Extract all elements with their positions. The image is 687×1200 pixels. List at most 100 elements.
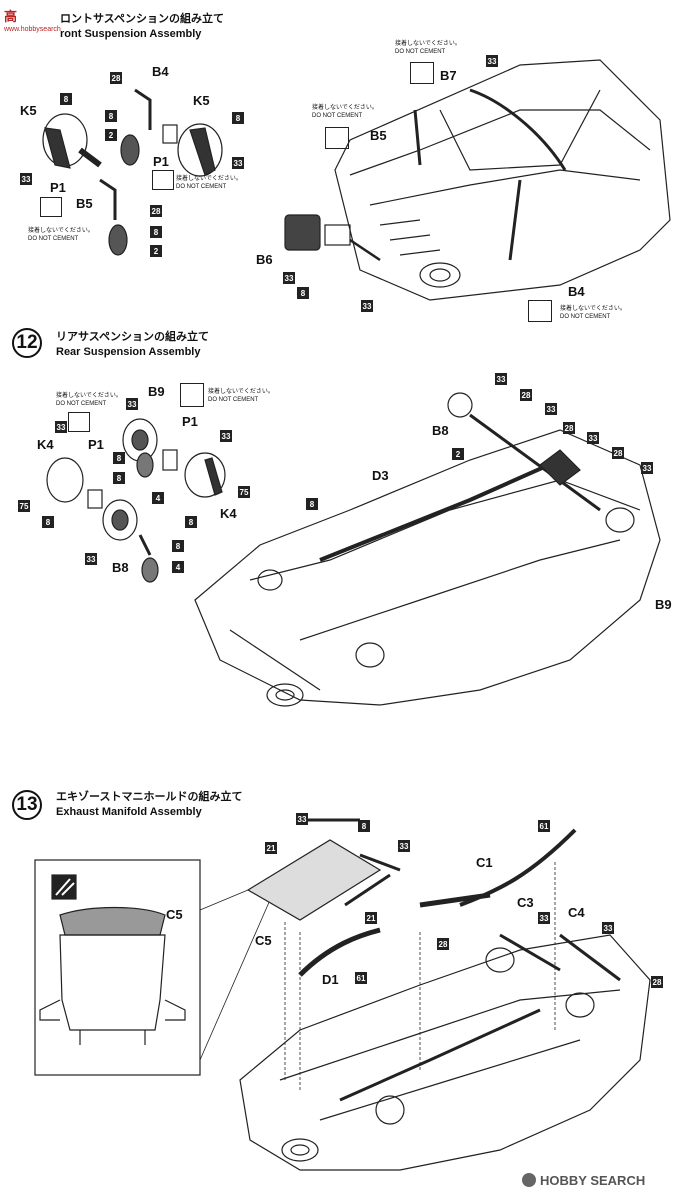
num-4: 4 — [172, 561, 184, 573]
no-cement-icon — [528, 300, 552, 322]
note-no-cement: 接着しないでください。DO NOT CEMENT — [395, 41, 461, 55]
num-8: 8 — [105, 110, 117, 122]
label-d1: D1 — [322, 972, 339, 987]
label-c4: C4 — [568, 905, 585, 920]
label-b7: B7 — [440, 68, 457, 83]
num-21: 21 — [365, 912, 377, 924]
num-28: 28 — [563, 422, 575, 434]
num-8: 8 — [60, 93, 72, 105]
num-28: 28 — [651, 976, 663, 988]
num-33: 33 — [85, 553, 97, 565]
label-b4-left: B4 — [152, 64, 169, 79]
num-33: 33 — [495, 373, 507, 385]
num-28: 28 — [437, 938, 449, 950]
footer-watermark: HOBBY SEARCH — [540, 1173, 646, 1188]
num-33: 33 — [232, 157, 244, 169]
step-number-13: 13 — [12, 790, 42, 820]
num-33: 33 — [126, 398, 138, 410]
num-75: 75 — [238, 486, 250, 498]
label-c1: C1 — [476, 855, 493, 870]
num-4: 4 — [152, 492, 164, 504]
num-33: 33 — [545, 403, 557, 415]
note-no-cement: 接着しないでください。DO NOT CEMENT — [208, 389, 274, 403]
no-cement-icon — [40, 197, 62, 217]
num-33: 33 — [55, 421, 67, 433]
hobbysearch-logo-icon — [522, 1173, 536, 1187]
label-p1-right: P1 — [153, 154, 169, 169]
label-p1-rear-right: P1 — [182, 414, 198, 429]
num-8: 8 — [172, 540, 184, 552]
label-p1-left: P1 — [50, 180, 66, 195]
num-33: 33 — [641, 462, 653, 474]
num-33: 33 — [486, 55, 498, 67]
num-8: 8 — [306, 498, 318, 510]
label-k4-left: K4 — [37, 437, 54, 452]
label-b4-car: B4 — [568, 284, 585, 299]
label-b5-car: B5 — [370, 128, 387, 143]
num-33: 33 — [538, 912, 550, 924]
note-no-cement: 接着しないでください。DO NOT CEMENT — [560, 306, 626, 320]
num-33: 33 — [20, 173, 32, 185]
label-b8-car: B8 — [432, 423, 449, 438]
label-k4-right: K4 — [220, 506, 237, 521]
num-8: 8 — [297, 287, 309, 299]
num-2: 2 — [452, 448, 464, 460]
num-28: 28 — [150, 205, 162, 217]
exhaust-title-en: Exhaust Manifold Assembly — [56, 806, 202, 818]
num-61: 61 — [538, 820, 550, 832]
num-8: 8 — [358, 820, 370, 832]
num-8: 8 — [113, 452, 125, 464]
num-33: 33 — [220, 430, 232, 442]
car-body-front-step — [334, 59, 671, 301]
num-28: 28 — [612, 447, 624, 459]
watermark-top-site: www.hobbysearch — [4, 26, 61, 33]
label-p1-rear-left: P1 — [88, 437, 104, 452]
label-k5-left: K5 — [20, 103, 37, 118]
num-28: 28 — [110, 72, 122, 84]
rear-title-en: Rear Suspension Assembly — [56, 346, 201, 358]
label-d3: D3 — [372, 468, 389, 483]
num-61: 61 — [355, 972, 367, 984]
step-number-12: 12 — [12, 328, 42, 358]
num-8: 8 — [185, 516, 197, 528]
label-k5-right: K5 — [193, 93, 210, 108]
label-c3: C3 — [517, 895, 534, 910]
no-cement-icon — [410, 62, 434, 84]
label-c5: C5 — [255, 933, 272, 948]
no-cement-icon — [325, 127, 349, 149]
num-33: 33 — [602, 922, 614, 934]
num-8: 8 — [232, 112, 244, 124]
num-8: 8 — [42, 516, 54, 528]
no-cement-icon — [180, 383, 204, 407]
label-b6: B6 — [256, 252, 273, 267]
label-b9-left: B9 — [148, 384, 165, 399]
exhaust-title-jp: エキゾーストマニホールドの組み立て — [56, 791, 243, 803]
no-cement-icon — [68, 412, 90, 432]
num-33: 33 — [587, 432, 599, 444]
rear-title-jp: リアサスペンションの組み立て — [56, 331, 210, 343]
num-33: 33 — [398, 840, 410, 852]
no-cement-icon — [152, 170, 174, 190]
num-2: 2 — [105, 129, 117, 141]
label-c5-callout: C5 — [166, 907, 183, 922]
num-8: 8 — [113, 472, 125, 484]
watermark-top-logo: 高 — [4, 9, 18, 24]
num-21: 21 — [265, 842, 277, 854]
num-33: 33 — [361, 300, 373, 312]
num-2: 2 — [150, 245, 162, 257]
label-b9-car: B9 — [655, 597, 672, 612]
note-no-cement: 接着しないでください。DO NOT CEMENT — [56, 393, 122, 407]
num-75: 75 — [18, 500, 30, 512]
front-title-en: ront Suspension Assembly — [60, 28, 202, 40]
front-title-jp: ロントサスペンションの組み立て — [60, 13, 225, 25]
label-b8-left: B8 — [112, 560, 129, 575]
note-no-cement: 接着しないでください。DO NOT CEMENT — [28, 228, 94, 242]
num-33: 33 — [283, 272, 295, 284]
note-no-cement: 接着しないでください。DO NOT CEMENT — [176, 176, 242, 190]
num-33: 33 — [296, 813, 308, 825]
note-no-cement: 接着しないでください。DO NOT CEMENT — [312, 105, 378, 119]
num-8: 8 — [150, 226, 162, 238]
label-b5-left: B5 — [76, 196, 93, 211]
num-28: 28 — [520, 389, 532, 401]
